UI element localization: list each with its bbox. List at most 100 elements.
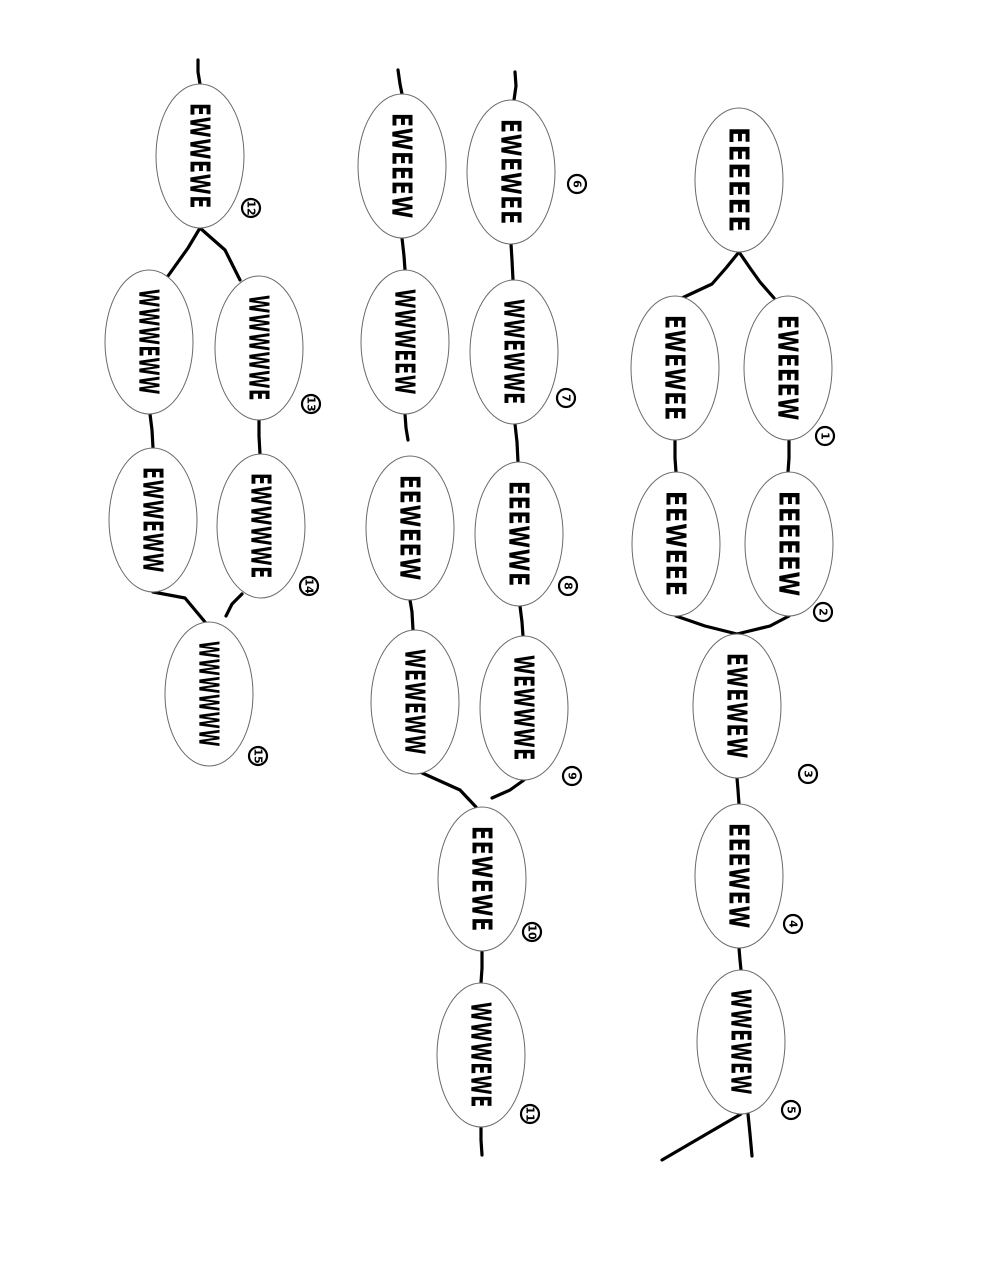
node-label: EEWEEW	[394, 475, 427, 581]
node-ellipse	[437, 806, 527, 952]
node-label: EEWEWE	[466, 826, 499, 932]
edge-17	[512, 70, 518, 102]
node-label: WWWEEW	[389, 289, 422, 395]
node-ellipse	[104, 269, 194, 415]
step-number: 8	[562, 582, 575, 590]
state-node-n4: EEWEEE	[631, 471, 721, 617]
edge-10	[509, 242, 515, 282]
state-node-n20: WWWEWW	[104, 269, 194, 415]
step-number-circle	[519, 1103, 541, 1125]
node-ellipse	[474, 461, 564, 607]
step-number-circle	[780, 1099, 802, 1121]
node-label: WWEWEW	[725, 989, 758, 1095]
step-number-circle	[240, 197, 262, 219]
node-label: EWWWWE	[245, 473, 278, 579]
step-number-circle	[782, 913, 804, 935]
state-node-n8: EWEWEE 6	[466, 99, 588, 245]
node-label: EEEEEW	[773, 491, 806, 597]
node-label: EEEWEW	[723, 823, 756, 929]
edge-4	[735, 614, 791, 636]
edge-19	[166, 226, 202, 278]
step-number-circle	[812, 601, 834, 623]
state-node-n9: WWEWWE 7	[469, 279, 577, 425]
node-ellipse	[108, 447, 198, 593]
state-node-n10: EEEWWE 8	[474, 461, 579, 607]
node-ellipse	[164, 621, 254, 767]
node-label: EWEWEE	[495, 119, 528, 225]
state-node-n12: EWEEEW	[357, 93, 447, 239]
step-number: 10	[526, 924, 539, 940]
state-node-n22: EWWEWW	[108, 447, 198, 593]
edge-16	[479, 1126, 484, 1157]
node-ellipse	[357, 93, 447, 239]
edge-6	[735, 776, 741, 806]
state-node-n13: WWWEEW	[360, 269, 450, 415]
step-number: 7	[560, 394, 573, 402]
state-node-n17: WWWEWE 11	[436, 982, 541, 1128]
step-number: 3	[802, 770, 815, 778]
step-number: 6	[571, 180, 584, 188]
node-ellipse	[469, 279, 559, 425]
node-ellipse	[155, 83, 245, 229]
state-node-n14: EEWEEW	[365, 455, 455, 601]
node-label: WWWEWE	[465, 1002, 498, 1108]
step-number-circle	[555, 387, 577, 409]
state-node-n11: WEWWWE 9	[479, 635, 583, 787]
node-label: EWEEEW	[386, 113, 419, 219]
node-ellipse	[744, 471, 834, 617]
edge-27	[151, 590, 207, 624]
edge-9	[746, 1112, 754, 1158]
state-node-n7: WWEWEW 5	[696, 969, 802, 1121]
step-number: 5	[785, 1106, 798, 1114]
node-label: WEWEWW	[399, 649, 432, 755]
node-ellipse	[360, 269, 450, 415]
node-label: WWWWWW	[193, 641, 226, 747]
node-label: EWEWEE	[659, 315, 692, 421]
node-ellipse	[631, 471, 721, 617]
edge-18	[396, 68, 404, 96]
node-ellipse	[743, 295, 833, 441]
state-node-n16: EEWEWE 10	[437, 806, 543, 952]
state-node-n0: EEEEEE	[694, 107, 784, 253]
node-ellipse	[370, 629, 460, 775]
node-ellipse	[365, 455, 455, 601]
node-ellipse	[214, 275, 304, 421]
node-ellipse	[216, 453, 306, 599]
step-number-circle	[298, 575, 320, 597]
node-ellipse	[479, 635, 569, 781]
step-number-circle	[814, 425, 836, 447]
step-number: 14	[303, 578, 316, 594]
edge-14	[418, 770, 478, 809]
step-number-circle	[561, 765, 583, 787]
step-number: 9	[566, 772, 579, 780]
node-label: EWEWEW	[721, 653, 754, 759]
step-number-circle	[797, 763, 819, 785]
node-label: EWWEWE	[184, 103, 217, 209]
edge-24	[196, 58, 202, 86]
edges	[148, 58, 791, 1162]
step-number: 1	[819, 432, 832, 440]
node-ellipse	[630, 295, 720, 441]
node-label: EEEWWE	[503, 481, 536, 587]
step-number-circle	[247, 745, 269, 767]
edge-25	[148, 412, 155, 450]
step-number: 2	[817, 608, 830, 616]
edge-23	[408, 598, 415, 632]
edge-15	[479, 949, 484, 985]
node-ellipse	[696, 969, 786, 1115]
edge-13	[490, 778, 526, 800]
node-label: WWEWWE	[498, 299, 531, 405]
node-label: WEWWWE	[508, 655, 541, 761]
node-label: WWWEWW	[133, 289, 166, 395]
edge-5	[674, 614, 739, 636]
step-number-circle	[557, 575, 579, 597]
step-number: 11	[524, 1106, 537, 1121]
edge-0	[680, 250, 741, 300]
step-number-circle	[566, 173, 588, 195]
state-node-n15: WEWEWW	[370, 629, 460, 775]
